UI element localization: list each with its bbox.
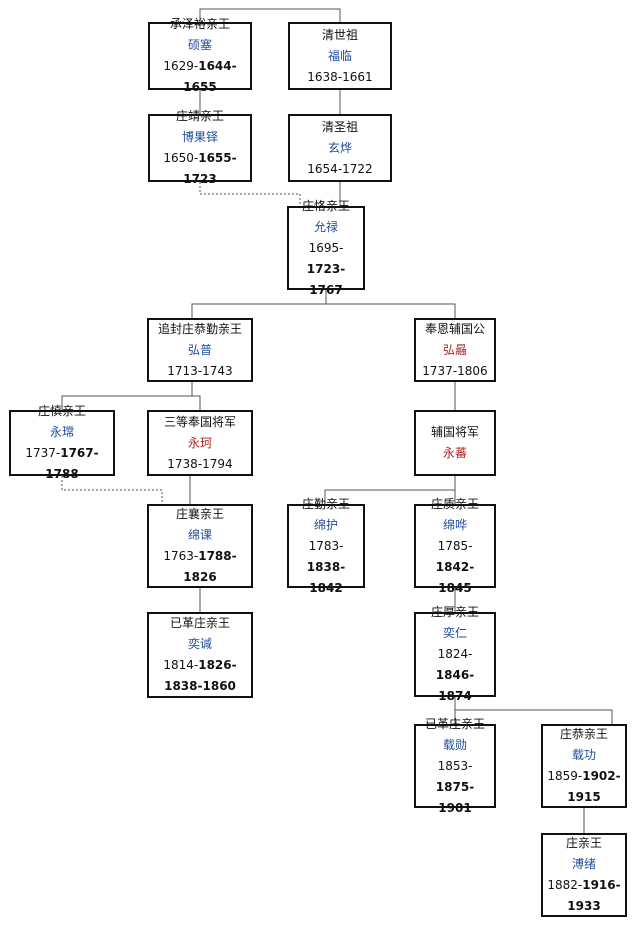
person-years: 1814-1826-1838-1860 bbox=[163, 658, 237, 693]
person-name: 博果铎 bbox=[181, 130, 218, 144]
person-years: 1713-1743 bbox=[167, 363, 233, 378]
person-years: 1783-1838-1842 bbox=[306, 538, 346, 595]
person-years: 1785-1842-1845 bbox=[435, 538, 475, 595]
person-node-yige2: 已革庄亲王 载勋 1853-1875-1901 bbox=[414, 717, 496, 815]
person-title: 奉恩辅国公 bbox=[424, 321, 485, 336]
person-title: 庄靖亲王 bbox=[175, 109, 224, 123]
person-name: 奕仁 bbox=[442, 626, 467, 640]
person-node-fuguo: 辅国将军 永蕃 bbox=[414, 410, 496, 476]
person-node-shizu: 清世祖 福临 1638-1661 bbox=[288, 22, 392, 90]
person-years: 1763-1788-1826 bbox=[163, 549, 237, 584]
person-title: 庄质亲王 bbox=[430, 496, 479, 511]
person-years: 1695-1723-1767 bbox=[306, 240, 346, 297]
person-name: 溥绪 bbox=[571, 857, 596, 871]
person-name: 永珂 bbox=[187, 435, 212, 450]
person-name: 奕𫍯 bbox=[187, 637, 212, 651]
person-title: 庄恭亲王 bbox=[559, 727, 608, 741]
connector-line bbox=[199, 8, 341, 22]
person-years: 1737-1767-1788 bbox=[25, 446, 99, 481]
connector-line bbox=[191, 290, 456, 318]
connector-line bbox=[324, 476, 456, 504]
person-node-yige1: 已革庄亲王 奕𫍯 1814-1826-1838-1860 bbox=[147, 612, 253, 698]
person-name: 绵课 bbox=[187, 528, 212, 542]
person-title: 清世祖 bbox=[321, 27, 358, 42]
person-years: 1882-1916-1933 bbox=[547, 878, 621, 913]
person-title: 清圣祖 bbox=[321, 119, 358, 134]
person-name: 玄烨 bbox=[327, 140, 352, 155]
person-name: 载功 bbox=[571, 748, 596, 762]
person-name: 绵哗 bbox=[442, 517, 467, 532]
person-name: 永蕃 bbox=[442, 446, 467, 460]
person-years: 1638-1661 bbox=[307, 69, 373, 84]
person-title: 庄亲王 bbox=[565, 836, 602, 850]
person-title: 庄厚亲王 bbox=[430, 605, 479, 619]
person-node-zhuangzhi: 庄质亲王 绵哗 1785-1842-1845 bbox=[414, 497, 496, 595]
person-years: 1824-1846-1874 bbox=[435, 647, 475, 703]
person-name: 永瑺 bbox=[49, 425, 74, 439]
person-years: 1654-1722 bbox=[307, 161, 373, 176]
person-title: 庄慎亲王 bbox=[37, 404, 86, 418]
person-node-zhuang: 庄亲王 溥绪 1882-1916-1933 bbox=[541, 833, 627, 917]
person-node-zhuifeng: 追封庄恭勤亲王 弘普 1713-1743 bbox=[147, 318, 253, 382]
person-title: 已革庄亲王 bbox=[169, 616, 230, 630]
connector-line bbox=[454, 697, 613, 724]
person-node-chengze: 承泽裕亲王 硕塞 1629-1644-1655 bbox=[148, 17, 252, 94]
person-node-zhuangxiang: 庄襄亲王 绵课 1763-1788-1826 bbox=[147, 504, 253, 588]
adoption-line bbox=[199, 182, 301, 206]
person-years: 1859-1902-1915 bbox=[547, 769, 621, 804]
person-years: 1853-1875-1901 bbox=[435, 758, 475, 815]
person-node-sandeng: 三等奉国将军 永珂 1738-1794 bbox=[147, 410, 253, 476]
person-title: 庄恪亲王 bbox=[301, 198, 350, 213]
person-node-zhuangjing: 庄靖亲王 博果铎 1650-1655-1723 bbox=[148, 109, 252, 186]
person-node-shengzu: 清圣祖 玄烨 1654-1722 bbox=[288, 114, 392, 182]
person-title: 辅国将军 bbox=[430, 425, 479, 439]
person-years: 1650-1655-1723 bbox=[163, 151, 237, 186]
person-name: 福临 bbox=[327, 48, 352, 63]
connector-line bbox=[61, 382, 201, 410]
person-name: 载勋 bbox=[442, 737, 467, 752]
person-name: 弘普 bbox=[187, 342, 212, 357]
person-name: 硕塞 bbox=[187, 38, 212, 52]
person-node-zhuangke: 庄恪亲王 允禄 1695-1723-1767 bbox=[287, 199, 365, 297]
person-node-zhuanggong: 庄恭亲王 载功 1859-1902-1915 bbox=[541, 724, 627, 808]
person-name: 弘曧 bbox=[442, 342, 467, 357]
person-name: 绵护 bbox=[313, 517, 338, 532]
person-title: 追封庄恭勤亲王 bbox=[157, 321, 242, 336]
person-node-zhuangqin: 庄勤亲王 绵护 1783-1838-1842 bbox=[287, 497, 365, 595]
person-years: 1737-1806 bbox=[422, 363, 488, 378]
person-title: 已革庄亲王 bbox=[424, 716, 485, 731]
person-title: 三等奉国将军 bbox=[163, 414, 236, 429]
person-node-fengen: 奉恩辅国公 弘曧 1737-1806 bbox=[414, 318, 496, 382]
person-node-zhuangshen: 庄慎亲王 永瑺 1737-1767-1788 bbox=[9, 404, 115, 481]
person-name: 允禄 bbox=[313, 219, 338, 234]
person-title: 庄勤亲王 bbox=[301, 496, 350, 511]
person-title: 承泽裕亲王 bbox=[169, 17, 230, 31]
adoption-line bbox=[61, 476, 163, 504]
person-years: 1738-1794 bbox=[167, 456, 233, 471]
person-title: 庄襄亲王 bbox=[175, 507, 224, 521]
person-node-zhuanghou: 庄厚亲王 奕仁 1824-1846-1874 bbox=[414, 605, 496, 703]
person-years: 1629-1644-1655 bbox=[163, 59, 237, 94]
